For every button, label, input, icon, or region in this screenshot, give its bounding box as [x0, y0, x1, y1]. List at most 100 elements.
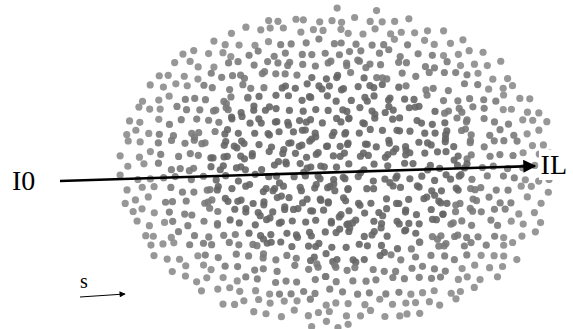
particle [310, 26, 317, 33]
particle [261, 68, 268, 75]
particle [397, 256, 404, 263]
particle [520, 221, 527, 228]
particle [262, 107, 269, 114]
particle [194, 76, 201, 83]
particle [166, 93, 173, 100]
particle [453, 185, 460, 192]
particle [277, 41, 284, 48]
particle [285, 92, 292, 99]
particle [227, 53, 234, 60]
particle [278, 313, 285, 320]
particle [376, 50, 383, 57]
particle [500, 137, 507, 144]
particle [260, 265, 267, 272]
beam-arrow [60, 166, 535, 181]
particle [250, 102, 257, 109]
particle [257, 212, 264, 219]
particle [161, 219, 168, 226]
particle [416, 183, 423, 190]
particle [226, 239, 233, 246]
particle [254, 275, 261, 282]
particle [272, 279, 279, 286]
particle [122, 200, 129, 207]
particle [167, 184, 174, 191]
particle [467, 137, 474, 144]
particle [219, 301, 226, 308]
particle [466, 47, 473, 54]
particle [117, 171, 124, 178]
particle [168, 137, 175, 144]
particle [500, 172, 507, 179]
particle [255, 141, 262, 148]
particle [278, 192, 285, 199]
particle [384, 233, 391, 240]
particle [408, 265, 415, 272]
particle [334, 324, 341, 329]
particle [234, 263, 241, 270]
particle [313, 181, 320, 188]
particle [442, 148, 449, 155]
particle [200, 218, 207, 225]
particle [156, 131, 163, 138]
particle [367, 126, 374, 133]
particle [139, 184, 146, 191]
particle [371, 111, 378, 118]
particle [463, 116, 470, 123]
particle [373, 7, 380, 14]
particle [481, 115, 488, 122]
particle [529, 117, 536, 124]
particle [380, 41, 387, 48]
particle [208, 70, 215, 77]
particle [431, 41, 438, 48]
particle [323, 75, 330, 82]
particle [225, 59, 232, 66]
particle [307, 257, 314, 264]
particle [405, 15, 412, 22]
particle [478, 208, 485, 215]
particle [424, 27, 431, 34]
particle [454, 232, 461, 239]
particle [437, 199, 444, 206]
particle [306, 229, 313, 236]
particle [156, 72, 163, 79]
particle [459, 36, 466, 43]
particle [478, 252, 485, 259]
particle [419, 263, 426, 270]
particle [246, 181, 253, 188]
particle [168, 166, 175, 173]
particle [214, 285, 221, 292]
particle [214, 220, 221, 227]
particle [500, 85, 507, 92]
particle [166, 121, 173, 128]
particle [377, 224, 384, 231]
particle [241, 155, 248, 162]
particle [322, 228, 329, 235]
particle [147, 81, 154, 88]
particle [513, 256, 520, 263]
particle [362, 278, 369, 285]
particle [474, 233, 481, 240]
particle [348, 97, 355, 104]
particle [436, 301, 443, 308]
particle [155, 97, 162, 104]
particle [491, 252, 498, 259]
particle [235, 241, 242, 248]
particle [430, 85, 437, 92]
particle [181, 73, 188, 80]
particle [282, 70, 289, 77]
particle [200, 82, 207, 89]
particle [378, 242, 385, 249]
particle [370, 185, 377, 192]
particle [265, 38, 272, 45]
particle [324, 142, 331, 149]
particle [276, 291, 283, 298]
particle [370, 178, 377, 185]
particle [331, 40, 338, 47]
particle [395, 84, 402, 91]
particle [399, 70, 406, 77]
particle [322, 273, 329, 280]
particle [170, 239, 177, 246]
particle [275, 158, 282, 165]
particle [356, 241, 363, 248]
particle [511, 174, 518, 181]
